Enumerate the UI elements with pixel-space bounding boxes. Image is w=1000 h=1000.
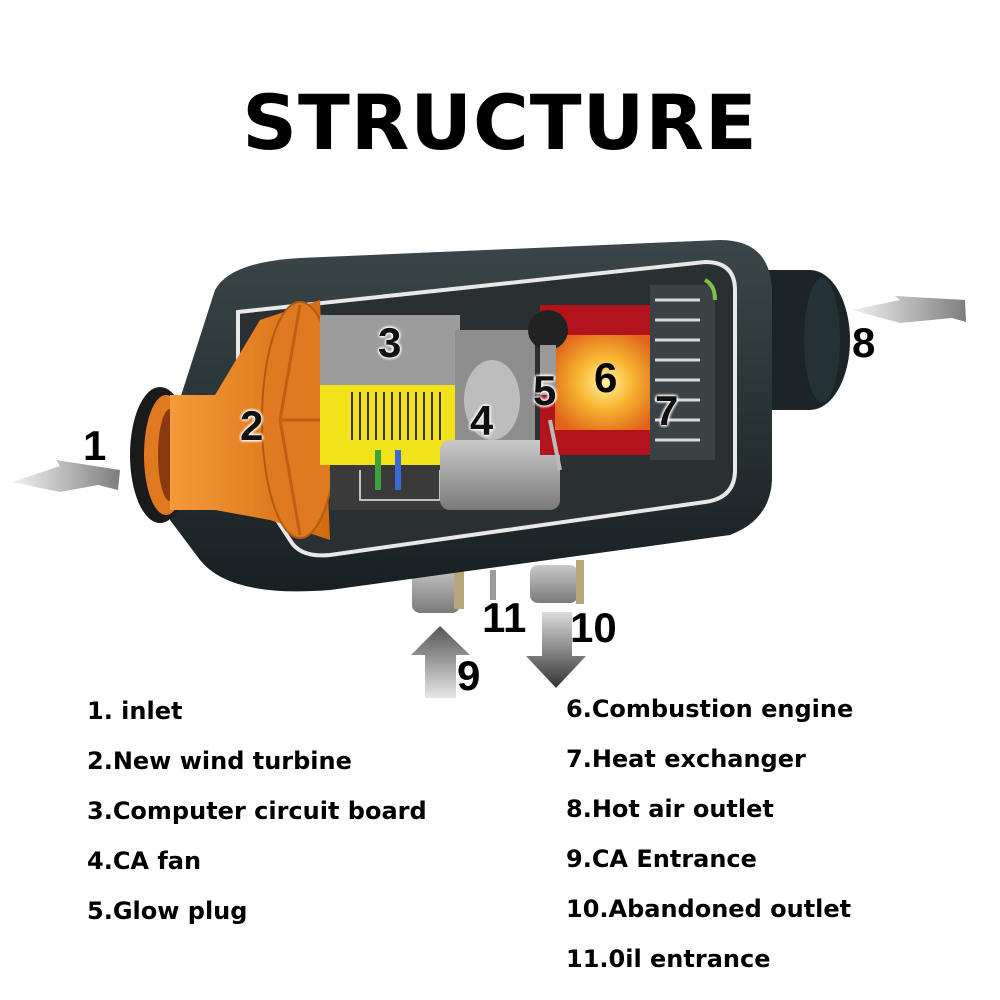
hot-air-outlet-arrow-icon — [852, 296, 966, 323]
legend-item-circuit-board: 3.Computer circuit board — [87, 797, 427, 825]
legend-item-inlet: 1. inlet — [87, 697, 183, 725]
legend-item-combustion-engine: 6.Combustion engine — [566, 695, 854, 723]
circuit-board — [320, 315, 460, 510]
legend-item-glow-plug: 5.Glow plug — [87, 897, 248, 925]
glow-plug — [528, 310, 568, 471]
legend-item-hot-air-outlet: 8.Hot air outlet — [566, 795, 774, 823]
legend-item-ca-fan: 4.CA fan — [87, 847, 202, 875]
legend-item-heat-exchanger: 7.Heat exchanger — [566, 745, 806, 773]
callout-3: 3 — [378, 319, 402, 366]
inlet-arrow-icon — [12, 460, 120, 492]
callout-11: 11 — [482, 594, 527, 641]
heat-exchanger — [650, 278, 717, 460]
legend-right: 6.Combustion engine 7.Heat exchanger 8.H… — [566, 684, 853, 984]
page-title: STRUCTURE — [242, 78, 758, 167]
callout-5: 5 — [533, 367, 557, 414]
callout-10: 10 — [570, 604, 617, 651]
legend-left: 1. inlet 2.New wind turbine 3.Computer c… — [87, 686, 427, 936]
hot-air-outlet-duct — [760, 270, 850, 410]
wind-turbine — [170, 300, 339, 540]
callout-8: 8 — [852, 319, 876, 366]
callout-2: 2 — [240, 402, 264, 449]
callout-4: 4 — [470, 397, 494, 444]
ca-fan — [440, 330, 560, 510]
callout-9: 9 — [457, 652, 481, 699]
legend-item-oil-entrance: 11.0il entrance — [566, 945, 771, 973]
callout-7: 7 — [655, 387, 679, 434]
callout-1: 1 — [83, 422, 107, 469]
legend-item-ca-entrance: 9.CA Entrance — [566, 845, 757, 873]
callout-6: 6 — [594, 354, 618, 401]
ca-entrance-arrow-icon — [411, 626, 470, 698]
abandoned-outlet-arrow-icon — [526, 612, 586, 688]
legend-item-abandoned-outlet: 10.Abandoned outlet — [566, 895, 852, 923]
legend-item-wind-turbine: 2.New wind turbine — [87, 747, 352, 775]
